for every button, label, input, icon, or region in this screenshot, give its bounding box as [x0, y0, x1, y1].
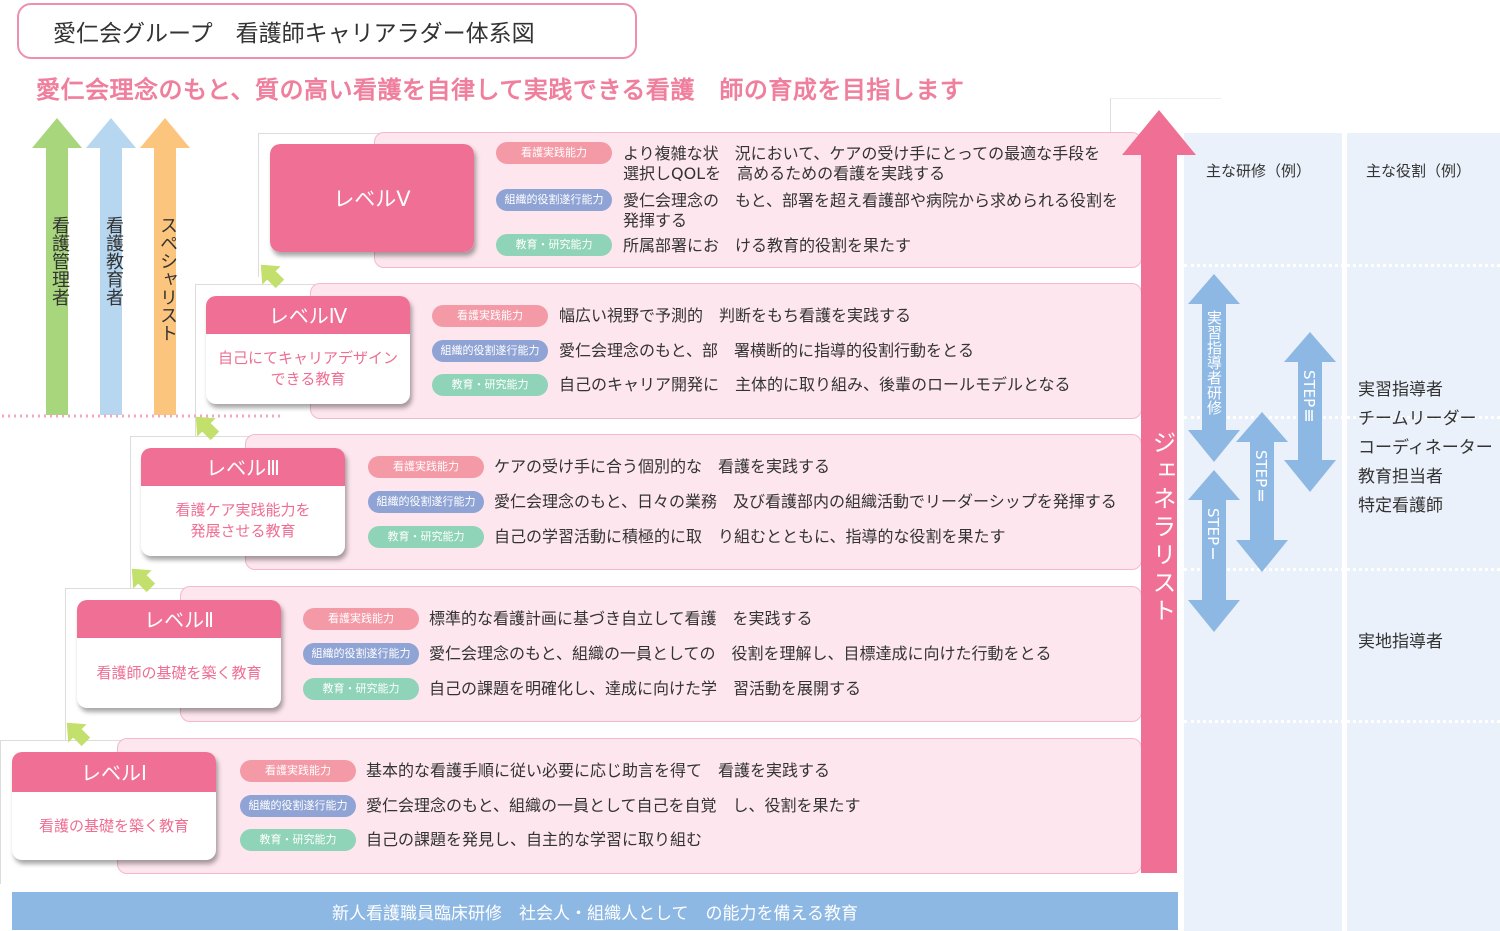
level1-item-education: 自己の課題を発見し、自主的な学習に取り組む [366, 830, 703, 849]
role-item: チームリーダー [1358, 409, 1477, 429]
arrow-diagonal-icon [131, 568, 156, 593]
category-pill-education: 教育・研究能力 [432, 374, 548, 396]
level3-card: レベルⅢ 看護ケア実践能力を 発展させる教育 [141, 448, 345, 556]
level4-item-education: 自己のキャリア開発に 主体的に取り組み、後輩のロールモデルとなる [559, 375, 1071, 394]
level3-item-organization: 愛仁会理念のもと、日々の業務 及び看護部内の組織活動でリーダーシップを発揮する [494, 492, 1117, 511]
double-arrow-icon [1236, 412, 1288, 572]
subtitle: 愛仁会理念のもと、質の高い看護を自律して実践できる看護 師の育成を目指します [36, 76, 965, 104]
category-pill-education: 教育・研究能力 [303, 678, 419, 700]
level2-item-practice: 標準的な看護計画に基づき自立して看護 を実践する [429, 609, 813, 628]
arrow-up-icon [32, 118, 82, 415]
level2-card: レベルⅡ 看護師の基礎を築く教育 [77, 600, 281, 708]
divider-dotted [1184, 568, 1500, 571]
level1-item-organization: 愛仁会理念のもと、組織の一員として自己を自覚 し、役割を果たす [366, 796, 861, 815]
level1-name: レベルⅠ [12, 752, 216, 792]
training-arrows [1188, 274, 1336, 632]
level2-item-education: 自己の課題を明確化し、達成に向けた学 習活動を展開する [429, 679, 862, 698]
role-item: 特定看護師 [1358, 496, 1443, 516]
roles-header: 主な役割（例） [1366, 162, 1472, 180]
training-jisshu: 実習指導者研修 [1205, 310, 1223, 415]
double-arrow-icon [1188, 470, 1240, 632]
level5-name: レベルⅤ [270, 144, 474, 252]
level5-item-practice: より複雑な状 況において、ケアの受け手にとっての最適な手段を 選択しQOLを 高… [623, 144, 1101, 183]
category-pill-organization: 組織的役割遂行能力 [368, 491, 484, 513]
category-pill-practice: 看護実践能力 [432, 305, 548, 327]
level5-item-education: 所属部署にお ける教育的役割を果たす [623, 236, 912, 255]
newcomer-training-bar: 新人看護職員臨床研修 社会人・組織人として の能力を備える教育 [12, 892, 1178, 930]
category-pill-organization: 組織的役割遂行能力 [496, 189, 612, 211]
path-arrows [2, 118, 280, 418]
role-item: コーディネーター [1358, 438, 1493, 458]
role-item: 教育担当者 [1358, 467, 1443, 487]
level5-card: レベルⅤ [270, 144, 474, 252]
divider-dotted [1184, 720, 1500, 723]
training-step1: STEPⅠ [1204, 508, 1222, 564]
category-pill-education: 教育・研究能力 [496, 234, 612, 256]
arrow-diagonal-icon [195, 416, 220, 441]
path-label-manager: 看護管理者 [49, 216, 70, 306]
level3-desc: 看護ケア実践能力を 発展させる教育 [175, 501, 311, 540]
training-step2: STEPⅡ [1252, 450, 1270, 506]
training-step3: STEPⅢ [1300, 370, 1318, 426]
arrow-up-icon [140, 118, 190, 415]
arrow-diagonal-icon [260, 264, 285, 289]
level3-item-education: 自己の学習活動に積極的に取 り組むとともに、指導的な役割を果たす [494, 527, 1006, 546]
category-pill-practice: 看護実践能力 [368, 456, 484, 478]
level2-item-organization: 愛仁会理念のもと、組織の一員としての 役割を理解し、目標達成に向けた行動をとる [429, 644, 1052, 663]
level3-item-practice: ケアの受け手に合う個別的な 看護を実践する [494, 457, 831, 476]
arrow-up-icon [86, 118, 136, 415]
level4-desc: 自己にてキャリアデザイン できる教育 [217, 349, 398, 388]
level1-item-practice: 基本的な看護手順に従い必要に応じ助言を得て 看護を実践する [366, 761, 831, 780]
panel-frame [1110, 98, 1221, 134]
category-pill-education: 教育・研究能力 [240, 829, 356, 851]
category-pill-practice: 看護実践能力 [303, 608, 419, 630]
path-label-specialist: スペシャリスト [157, 216, 178, 342]
path-label-educator: 看護教育者 [103, 216, 124, 306]
role-item: 実地指導者 [1358, 632, 1443, 652]
level4-item-organization: 愛仁会理念のもと、部 署横断的に指導的役割行動をとる [559, 341, 975, 360]
stair-step [130, 436, 251, 589]
arrow-up-icon [1122, 110, 1196, 873]
stair-step [65, 588, 186, 741]
generalist-label: ジェネラリスト [1148, 430, 1176, 626]
category-pill-organization: 組織的役割遂行能力 [240, 795, 356, 817]
category-pill-practice: 看護実践能力 [240, 760, 356, 782]
progress-arrows [66, 264, 285, 747]
level4-name: レベルⅣ [206, 296, 410, 334]
category-pill-organization: 組織的役割遂行能力 [303, 643, 419, 665]
divider-dotted [1184, 264, 1500, 267]
level3-name: レベルⅢ [141, 448, 345, 486]
level1-desc: 看護の基礎を築く教育 [38, 816, 189, 835]
divider-dotted [1184, 416, 1500, 419]
roles-panel [1347, 133, 1500, 931]
double-arrow-icon [1188, 274, 1240, 462]
category-pill-practice: 看護実践能力 [496, 142, 612, 164]
level1-card: レベルⅠ 看護の基礎を築く教育 [12, 752, 216, 860]
level4-card: レベルⅣ 自己にてキャリアデザイン できる教育 [206, 296, 410, 404]
stair-step [195, 284, 316, 437]
category-pill-organization: 組織的役割遂行能力 [432, 340, 548, 362]
level2-name: レベルⅡ [77, 600, 281, 638]
category-pill-education: 教育・研究能力 [368, 526, 484, 548]
arrow-diagonal-icon [66, 722, 91, 747]
level5-item-organization: 愛仁会理念の もと、部署を超え看護部や病院から求められる役割を 発揮する [623, 191, 1119, 230]
diagram-title: 愛仁会グループ 看護師キャリアラダー体系図 [17, 3, 637, 59]
double-arrow-icon [1284, 332, 1336, 492]
level4-item-practice: 幅広い視野で予測的 判断をもち看護を実践する [559, 306, 912, 325]
role-item: 実習指導者 [1358, 380, 1443, 400]
generalist-arrow [1122, 110, 1196, 873]
training-header: 主な研修（例） [1206, 162, 1312, 180]
level2-desc: 看護師の基礎を築く教育 [96, 663, 262, 682]
